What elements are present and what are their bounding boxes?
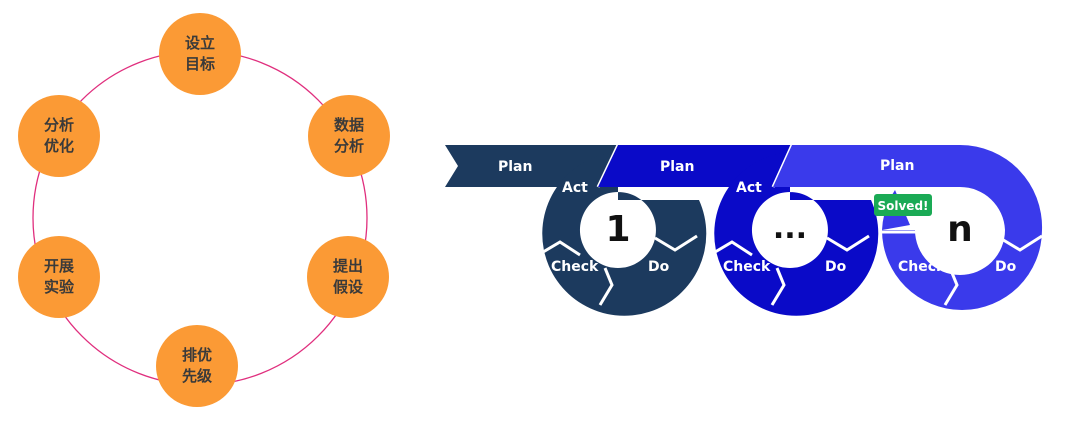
pdca-cycle-middle: Plan Act Check Do ... bbox=[598, 144, 879, 316]
cycle-node-optimize: 分析 优化 bbox=[18, 95, 100, 177]
iteration-number-n: n bbox=[947, 209, 973, 250]
plan-label-1: Plan bbox=[498, 159, 532, 175]
pdca-cycle-1: Plan Act Check Do 1 bbox=[445, 144, 707, 316]
node-label-line1: 分析 bbox=[43, 116, 74, 134]
cycle-node-experiment: 开展 实验 bbox=[18, 236, 100, 318]
solved-badge bbox=[874, 194, 932, 216]
node-label-line2: 目标 bbox=[184, 55, 215, 73]
node-label-line2: 实验 bbox=[43, 278, 74, 296]
pdca-svg: Plan Act Check Do 1 Plan Act Check Do ..… bbox=[445, 144, 1043, 316]
node-label-line1: 开展 bbox=[43, 257, 74, 275]
cycle-node-set-goal: 设立 目标 bbox=[159, 13, 241, 95]
pdca-cycle-n: Solved! Plan Check Do n bbox=[773, 144, 1043, 310]
node-label-line2: 优化 bbox=[43, 137, 74, 155]
node-label-line2: 先级 bbox=[181, 367, 212, 385]
node-label-line1: 提出 bbox=[332, 257, 363, 275]
cycle-ring-2 bbox=[714, 152, 879, 316]
node-label-line2: 假设 bbox=[332, 278, 363, 296]
node-label-line2: 分析 bbox=[333, 137, 364, 155]
cycle-node-prioritize: 排优 先级 bbox=[156, 325, 238, 407]
do-label-2: Do bbox=[825, 259, 847, 275]
cycle-ring-1 bbox=[542, 152, 707, 316]
node-label-line1: 排优 bbox=[181, 346, 212, 364]
act-label-1: Act bbox=[562, 180, 588, 196]
do-label-n: Do bbox=[995, 259, 1017, 275]
check-label-1: Check bbox=[551, 259, 599, 275]
iteration-number-2: ... bbox=[773, 211, 807, 246]
experiment-cycle-diagram: 设立 目标 数据 分析 提出 假设 排优 先级 开展 实验 分析 优化 bbox=[0, 0, 420, 422]
cycle-ring-n bbox=[882, 230, 1042, 310]
do-label-1: Do bbox=[648, 259, 670, 275]
plan-label-n: Plan bbox=[880, 158, 914, 174]
check-label-n: Check bbox=[898, 259, 946, 275]
iteration-number-1: 1 bbox=[605, 209, 630, 250]
solved-badge-label: Solved! bbox=[877, 199, 928, 213]
node-label-line1: 设立 bbox=[184, 34, 215, 52]
cycle-node-data-analysis: 数据 分析 bbox=[308, 95, 390, 177]
node-label-line1: 数据 bbox=[333, 116, 364, 134]
plan-arrow-n bbox=[773, 144, 1043, 230]
pdca-iteration-diagram: Plan Act Check Do 1 Plan Act Check Do ..… bbox=[440, 130, 1067, 320]
check-label-2: Check bbox=[723, 259, 771, 275]
act-label-2: Act bbox=[736, 180, 762, 196]
cycle-node-hypothesis: 提出 假设 bbox=[307, 236, 389, 318]
plan-label-2: Plan bbox=[660, 159, 694, 175]
